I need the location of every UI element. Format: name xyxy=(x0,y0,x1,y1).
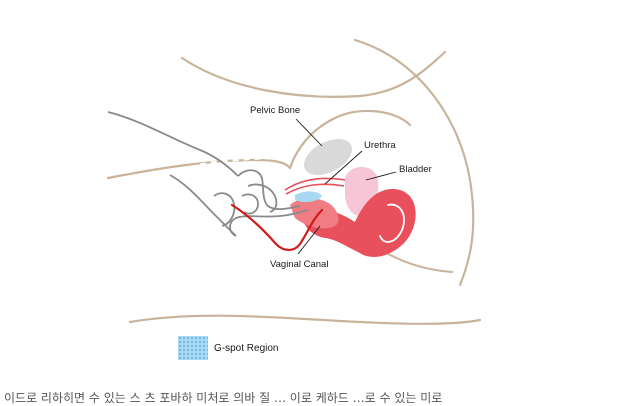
label-vaginal-canal: Vaginal Canal xyxy=(270,259,329,270)
hand-palm xyxy=(237,169,301,211)
urethra-line-1 xyxy=(284,177,346,191)
label-urethra: Urethra xyxy=(364,140,396,151)
legend: G-spot Region xyxy=(178,336,278,360)
urethra-line-2 xyxy=(285,183,345,195)
caption-text: 이드로 리하히면 수 있는 스 츠 포바하 미처로 의바 질 … 이로 케하드 … xyxy=(4,391,443,405)
uterus-inner xyxy=(379,203,405,243)
hand-finger-1 xyxy=(229,209,309,237)
leader-bladder xyxy=(365,171,397,181)
body-outline-upper xyxy=(180,50,447,98)
legend-swatch-g-spot xyxy=(178,336,208,360)
leader-urethra xyxy=(324,150,363,185)
body-outline-mons xyxy=(288,109,412,170)
vaginal-canal-shape xyxy=(290,198,339,229)
hand-thumb xyxy=(213,192,236,227)
legend-label-g-spot: G-spot Region xyxy=(214,342,279,354)
body-outline-lower xyxy=(128,314,482,325)
hand-finger-2 xyxy=(247,183,278,213)
g-spot-region xyxy=(295,191,322,203)
hand-knuckle xyxy=(241,193,259,215)
label-bladder: Bladder xyxy=(399,164,432,175)
body-outline-thigh xyxy=(106,158,292,180)
leader-vaginal-canal xyxy=(297,225,321,255)
pelvic-bone-shape xyxy=(303,138,353,176)
uterus-shape xyxy=(300,189,416,257)
stimulation-path xyxy=(230,203,324,252)
body-outline-back xyxy=(353,38,475,287)
body-outline-dashed xyxy=(199,156,273,167)
hand-arm-lower xyxy=(169,174,237,237)
leader-pelvic-bone xyxy=(295,118,323,147)
label-pelvic-bone: Pelvic Bone xyxy=(250,105,301,116)
hand-arm xyxy=(107,111,239,177)
